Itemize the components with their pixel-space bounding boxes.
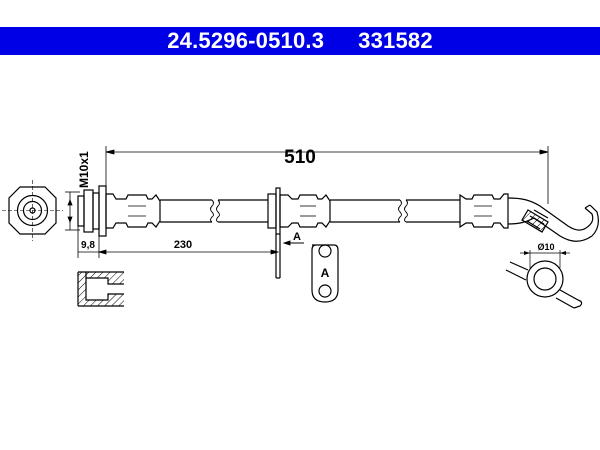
hole-detail [505,250,583,309]
hole-diameter-label: Ø10 [537,242,554,252]
thread-label: M10x1 [77,151,91,188]
section-marker [282,240,304,246]
bracket-detail [311,244,339,303]
thread-dimension [65,191,80,231]
fitting-end-view [2,180,63,241]
port-section-view [77,271,124,307]
offset-dimensions [77,226,280,258]
length-dimension [105,146,549,204]
hose-assembly [77,185,599,279]
overall-length-label: 510 [284,147,316,168]
title-bar: 24.5296-0510.3 331582 [0,27,600,55]
bracket-marker-label: A [321,266,330,280]
part-number: 24.5296-0510.3 [167,28,325,53]
section-marker-label: A [293,231,301,243]
thread-depth-label: 9,8 [81,240,95,251]
offset-label: 230 [174,239,192,251]
article-number: 331582 [358,28,433,53]
